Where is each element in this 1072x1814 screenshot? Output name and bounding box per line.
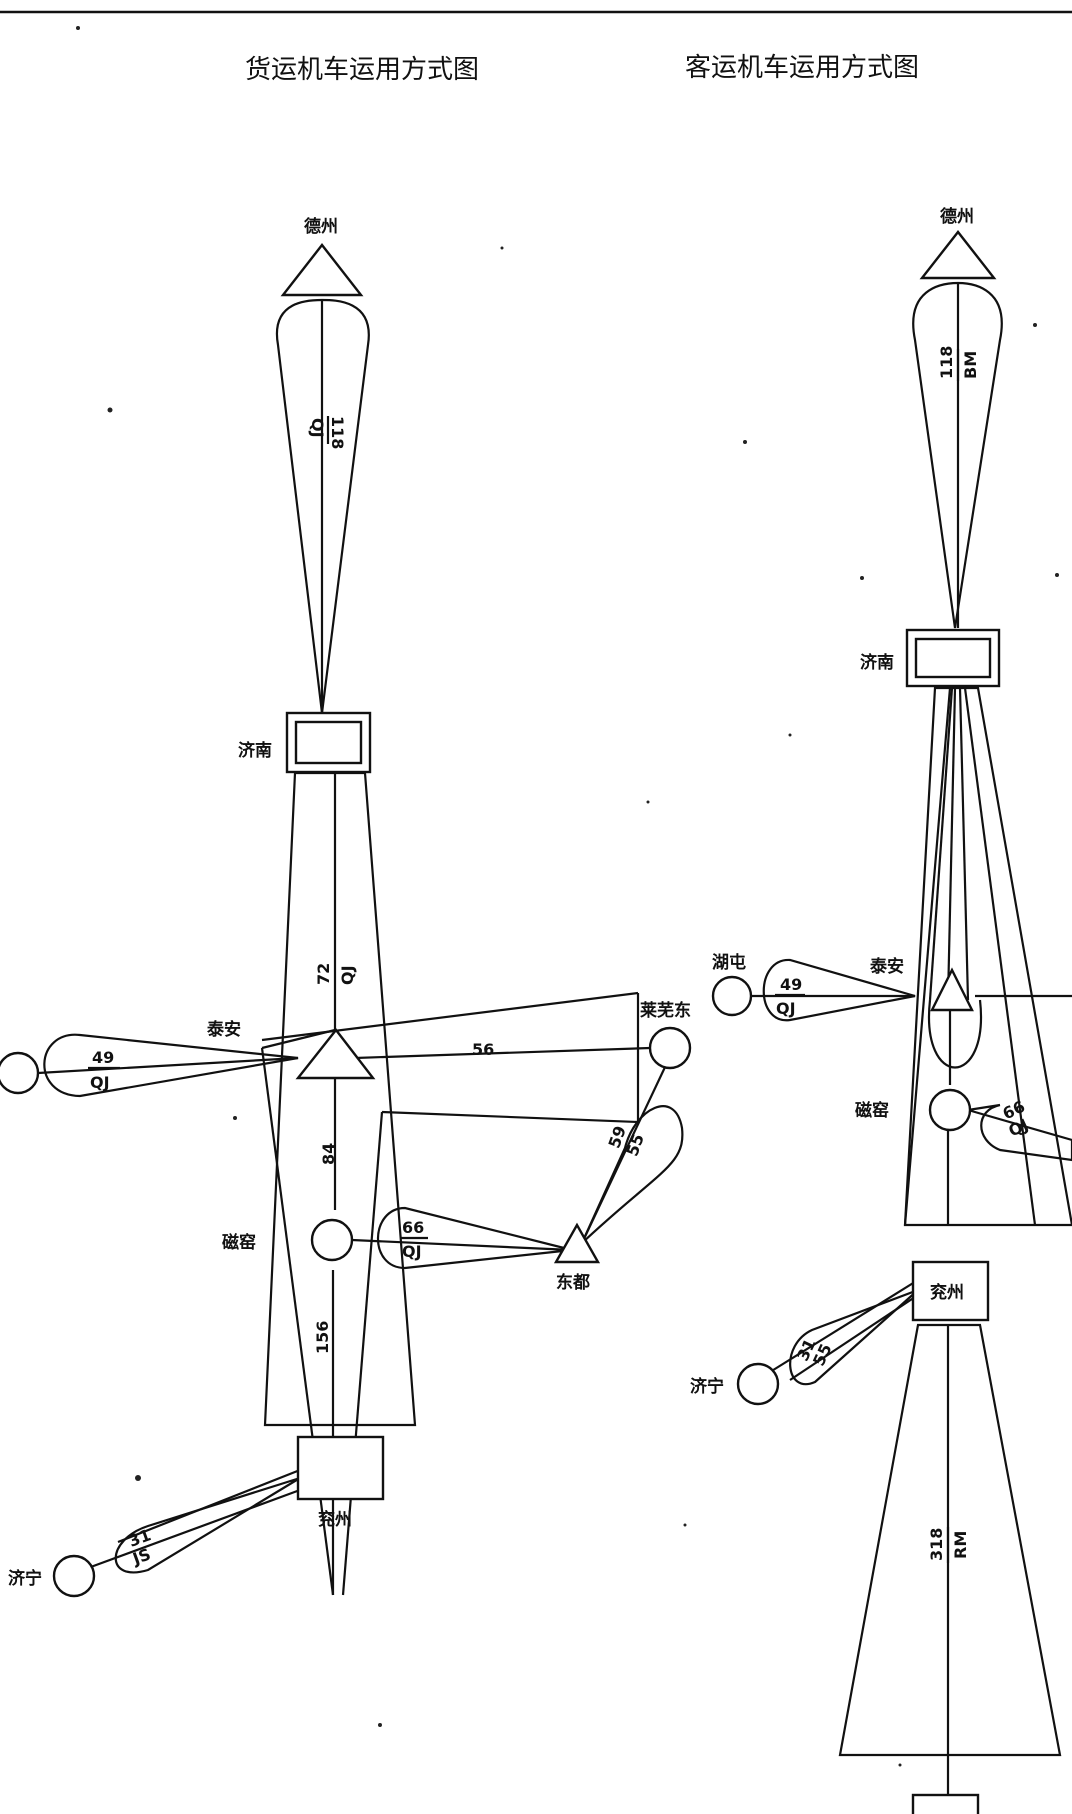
passenger-yanzhou-jining-loop bbox=[789, 1288, 919, 1386]
freight-left-terminal-station bbox=[0, 1051, 40, 1095]
svg-text:QJ: QJ bbox=[308, 418, 327, 438]
freight-jinan-name: 济南 bbox=[238, 740, 272, 761]
freight-yanzhou-jining-line-b bbox=[87, 1488, 301, 1570]
passenger-hutun-name: 湖屯 bbox=[712, 952, 746, 973]
freight-taian-laiwu-label: 56 bbox=[472, 1040, 494, 1059]
svg-text:QJ: QJ bbox=[402, 1242, 422, 1261]
freight-laiwu-lower bbox=[381, 1110, 639, 1124]
svg-text:156: 156 bbox=[313, 1321, 332, 1354]
passenger-dezhou-name: 德州 bbox=[940, 206, 974, 227]
svg-text:QJ: QJ bbox=[90, 1073, 110, 1092]
freight-yanzhou-name: 兖州 bbox=[318, 1509, 352, 1530]
passenger-taian-station bbox=[930, 967, 974, 1012]
freight-taian-laiwu-line bbox=[354, 1046, 651, 1060]
passenger-title: 客运机车运用方式图 bbox=[685, 53, 919, 83]
freight-dongdu-laiwu-line bbox=[581, 1064, 667, 1244]
freight-cross-line-c bbox=[341, 1111, 384, 1596]
passenger-yanzhou-south-label: 318 RM bbox=[927, 1527, 970, 1563]
passenger-fan-line-d bbox=[958, 687, 970, 1001]
svg-text:49: 49 bbox=[780, 975, 802, 994]
freight-ciyao-dongdu-line bbox=[351, 1238, 573, 1252]
freight-ciyao-dongdu-loop bbox=[376, 1206, 573, 1270]
passenger-taian-name: 泰安 bbox=[870, 956, 904, 977]
freight-jinan-station-inner bbox=[294, 720, 363, 765]
freight-jinan-taian-label: 72 QJ bbox=[314, 963, 357, 985]
passenger-hutun-taian-label: 49 QJ bbox=[775, 975, 805, 1018]
passenger-hutun-taian-loop bbox=[762, 958, 916, 1022]
svg-text:118: 118 bbox=[937, 346, 956, 379]
passenger-jinan-yanzhou-quad bbox=[903, 686, 1072, 1227]
passenger-dezhou-station bbox=[919, 230, 997, 280]
svg-text:QJ: QJ bbox=[776, 999, 796, 1018]
svg-text:RM: RM bbox=[951, 1531, 970, 1559]
freight-taian-ciyao-label: 84 bbox=[319, 1143, 338, 1165]
svg-text:72: 72 bbox=[314, 963, 333, 985]
passenger-south-terminal-station bbox=[911, 1793, 980, 1814]
passenger-yanzhou-name: 兖州 bbox=[930, 1282, 964, 1303]
freight-ciyao-station bbox=[310, 1218, 354, 1262]
freight-diagram: 德州 济南 泰安 莱芜东 磁窑 东都 兖州 济宁 118 QJ 72 QJ 49… bbox=[0, 216, 692, 1598]
freight-dezhou-station bbox=[280, 243, 364, 297]
passenger-jinan-name: 济南 bbox=[860, 652, 894, 673]
freight-dongdu-name: 东都 bbox=[556, 1272, 590, 1293]
passenger-jining-station bbox=[736, 1362, 780, 1406]
passenger-jining-name: 济宁 bbox=[690, 1376, 724, 1397]
freight-cross-line-b bbox=[260, 1047, 335, 1596]
freight-dongdu-laiwu-loop bbox=[580, 1105, 684, 1244]
freight-laiwudong-station bbox=[648, 1026, 692, 1070]
svg-text:84: 84 bbox=[319, 1143, 338, 1165]
freight-ciyao-yanzhou-label: 156 bbox=[313, 1321, 332, 1354]
scan-specks bbox=[76, 26, 1059, 1767]
passenger-fan-line-a bbox=[903, 687, 952, 1226]
passenger-fan-line-b bbox=[928, 687, 954, 1001]
freight-taian-left-line bbox=[37, 1056, 299, 1075]
svg-text:BM: BM bbox=[961, 351, 980, 379]
freight-ciyao-name: 磁窑 bbox=[222, 1232, 256, 1253]
freight-jining-name: 济宁 bbox=[8, 1568, 42, 1589]
freight-dongdu-station bbox=[553, 1222, 601, 1264]
passenger-yanzhou-jining-line-a bbox=[769, 1279, 919, 1373]
freight-taian-name: 泰安 bbox=[207, 1019, 241, 1040]
freight-dezhou-name: 德州 bbox=[304, 216, 338, 237]
passenger-ciyao-name: 磁窑 bbox=[855, 1100, 889, 1121]
passenger-dezhou-jinan-label: 118 BM bbox=[937, 346, 980, 381]
freight-jinan-yanzhou-quad bbox=[263, 771, 417, 1427]
freight-taian-laiwu-upper bbox=[261, 991, 639, 1042]
svg-text:49: 49 bbox=[92, 1048, 114, 1067]
freight-dezhou-jinan-label: 118 QJ bbox=[308, 416, 347, 449]
svg-text:JS: JS bbox=[129, 1545, 153, 1569]
freight-taian-left-label: 49 QJ bbox=[88, 1048, 120, 1092]
passenger-yanzhou-station bbox=[911, 1260, 990, 1322]
svg-text:QJ: QJ bbox=[338, 965, 357, 985]
freight-yanzhou-jining-label: 31 JS bbox=[126, 1525, 153, 1569]
passenger-ciyao-right-loop bbox=[967, 1103, 1072, 1162]
passenger-fan-line-c bbox=[946, 687, 957, 1001]
freight-ciyao-dongdu-label: 66 QJ bbox=[400, 1218, 428, 1261]
svg-text:118: 118 bbox=[328, 416, 347, 449]
freight-yanzhou-station bbox=[296, 1435, 385, 1501]
passenger-yanzhou-south-loop bbox=[838, 1323, 1062, 1757]
passenger-hutun-station bbox=[711, 975, 753, 1017]
freight-title: 货运机车运用方式图 bbox=[245, 55, 479, 85]
passenger-fan-line-e bbox=[963, 687, 1037, 1226]
passenger-jinan-station-inner bbox=[914, 637, 992, 679]
passenger-taian-inner-loop bbox=[927, 999, 983, 1069]
passenger-yanzhou-jining-line-b bbox=[789, 1294, 919, 1381]
freight-taian-left-loop bbox=[43, 1033, 299, 1098]
svg-text:318: 318 bbox=[927, 1528, 946, 1561]
passenger-ciyao-station bbox=[928, 1088, 972, 1132]
freight-jining-station bbox=[52, 1554, 96, 1598]
passenger-ciyao-right-label: 66 QJ bbox=[1000, 1097, 1032, 1141]
passenger-diagram: 德州 济南 湖屯 泰安 磁窑 兖州 济宁 118 BM 49 QJ 66 QJ … bbox=[690, 206, 1072, 1814]
freight-taian-station bbox=[295, 1028, 376, 1080]
freight-yanzhou-jining-line-a bbox=[117, 1468, 301, 1544]
svg-text:66: 66 bbox=[402, 1218, 424, 1237]
freight-laiwudong-name: 莱芜东 bbox=[640, 1000, 691, 1021]
